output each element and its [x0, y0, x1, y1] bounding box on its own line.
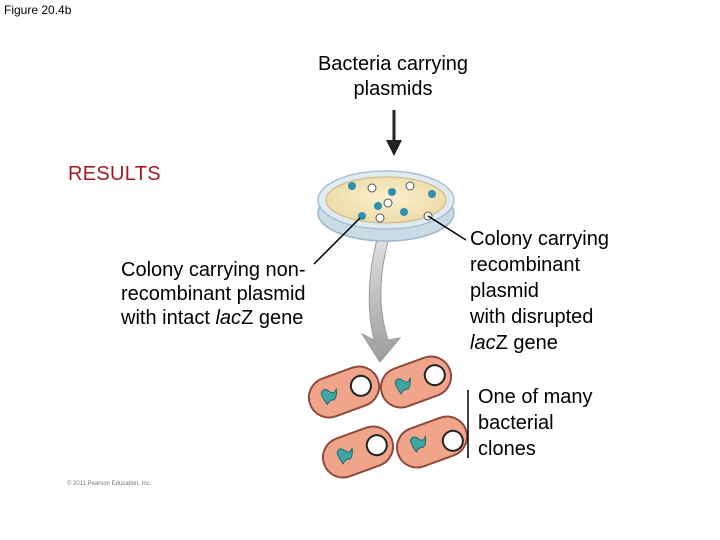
blue-colony: [400, 208, 408, 216]
clones-label-line3: clones: [478, 438, 536, 460]
top-label-line2: plasmids: [353, 78, 433, 100]
leader-line-left: [313, 217, 361, 265]
right-label-line3: plasmid: [470, 280, 539, 302]
right-label-gene-rest: Z gene: [495, 332, 558, 354]
white-colony: [375, 213, 385, 223]
right-label-gene-italic: lac: [470, 332, 496, 354]
left-label-line3-prefix: with intact: [121, 307, 216, 329]
bacterial-cell: [395, 415, 469, 469]
right-label-line2: recombinant: [470, 254, 581, 276]
clones-label: One of many bacterial clones: [478, 384, 638, 462]
clones-label-line1: One of many: [478, 386, 593, 408]
nonrecombinant-colony-label: Colony carrying non- recombinant plasmid…: [121, 258, 381, 330]
white-colony: [405, 181, 415, 191]
left-label-line2: recombinant plasmid: [121, 283, 306, 305]
bacterial-cell: [379, 355, 453, 409]
right-label-line4: with disrupted: [470, 306, 594, 328]
copyright-notice: © 2011 Pearson Education, Inc.: [67, 481, 152, 487]
gray-curved-arrow: [360, 227, 402, 363]
left-label-gene-italic: lac: [215, 307, 242, 329]
white-colony: [367, 183, 377, 193]
results-heading: RESULTS: [68, 163, 161, 185]
right-label-line5: lacZ gene: [470, 330, 670, 356]
clones-label-line2: bacterial: [478, 412, 554, 434]
top-label: Bacteria carrying plasmids: [280, 52, 506, 102]
bacterial-cell: [321, 425, 395, 479]
blue-colony: [388, 188, 396, 196]
top-label-line1: Bacteria carrying: [317, 53, 469, 75]
leader-line-right: [427, 215, 467, 241]
bacterial-cell: [307, 365, 381, 419]
petri-dish: [317, 170, 455, 242]
blue-colony: [428, 190, 436, 198]
blue-colony: [348, 182, 356, 190]
recombinant-colony-label: Colony carrying recombinant plasmid with…: [470, 226, 670, 356]
left-label-line1: Colony carrying non-: [121, 259, 306, 281]
left-label-gene-rest: Z gene: [241, 307, 304, 329]
figure-label: Figure 20.4b: [4, 3, 72, 17]
left-label-line3: with intact lacZ gene: [121, 306, 381, 330]
down-arrow: [386, 110, 402, 156]
right-label-line1: Colony carrying: [470, 228, 609, 250]
blue-colony: [374, 202, 382, 210]
white-colony: [383, 198, 393, 208]
